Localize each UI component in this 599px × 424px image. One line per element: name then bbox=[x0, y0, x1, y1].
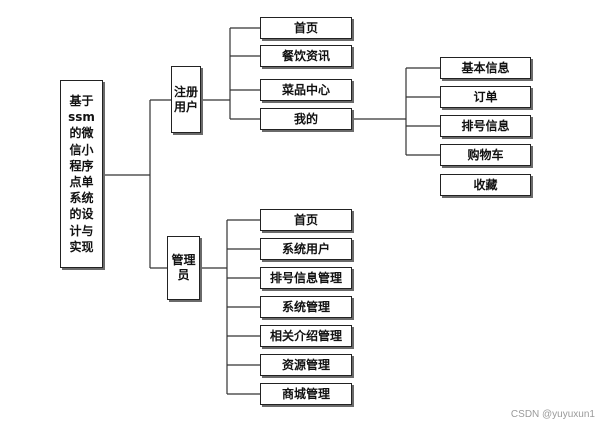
admin-item: 商城管理 bbox=[260, 383, 352, 405]
admin-node: 管理员 bbox=[167, 236, 200, 300]
user-item: 餐饮资讯 bbox=[260, 45, 352, 67]
admin-label: 管理员 bbox=[171, 253, 196, 282]
mine-item: 排号信息 bbox=[440, 115, 531, 137]
user-item: 首页 bbox=[260, 17, 352, 39]
mine-item-label: 订单 bbox=[473, 89, 498, 104]
admin-item-label: 系统用户 bbox=[281, 241, 330, 256]
admin-item: 系统用户 bbox=[260, 238, 352, 260]
mine-item-label: 收藏 bbox=[473, 177, 498, 192]
user-item-label: 菜品中心 bbox=[281, 82, 330, 97]
mine-item: 基本信息 bbox=[440, 57, 531, 79]
mine-item-label: 基本信息 bbox=[461, 60, 510, 75]
admin-item-label: 首页 bbox=[293, 212, 318, 227]
mine-item: 购物车 bbox=[440, 144, 531, 166]
admin-item: 排号信息管理 bbox=[260, 267, 352, 289]
user-item-label: 我的 bbox=[293, 111, 318, 126]
user-item: 我的 bbox=[260, 108, 352, 130]
admin-item: 相关介绍管理 bbox=[260, 325, 352, 347]
admin-item-label: 商城管理 bbox=[281, 386, 330, 401]
admin-item: 资源管理 bbox=[260, 354, 352, 376]
admin-item: 首页 bbox=[260, 209, 352, 231]
admin-item-label: 排号信息管理 bbox=[269, 270, 342, 285]
admin-item-label: 相关介绍管理 bbox=[269, 328, 342, 343]
mine-item: 收藏 bbox=[440, 174, 531, 196]
registered-user-node: 注册用户 bbox=[171, 66, 201, 133]
admin-item: 系统管理 bbox=[260, 296, 352, 318]
admin-item-label: 资源管理 bbox=[281, 357, 330, 372]
root-label: 基于ssm的微信小程序点单系统的设计与实现 bbox=[68, 94, 95, 254]
admin-item-label: 系统管理 bbox=[281, 299, 330, 314]
watermark: CSDN @yuyuxun1 bbox=[510, 409, 595, 420]
mine-item-label: 购物车 bbox=[467, 147, 504, 162]
user-item-label: 餐饮资讯 bbox=[281, 48, 330, 63]
registered-user-label: 注册用户 bbox=[174, 84, 199, 114]
mine-item: 订单 bbox=[440, 86, 531, 108]
user-item-label: 首页 bbox=[293, 20, 318, 35]
mine-item-label: 排号信息 bbox=[461, 118, 510, 133]
root-node: 基于ssm的微信小程序点单系统的设计与实现 bbox=[60, 80, 103, 268]
user-item: 菜品中心 bbox=[260, 79, 352, 101]
